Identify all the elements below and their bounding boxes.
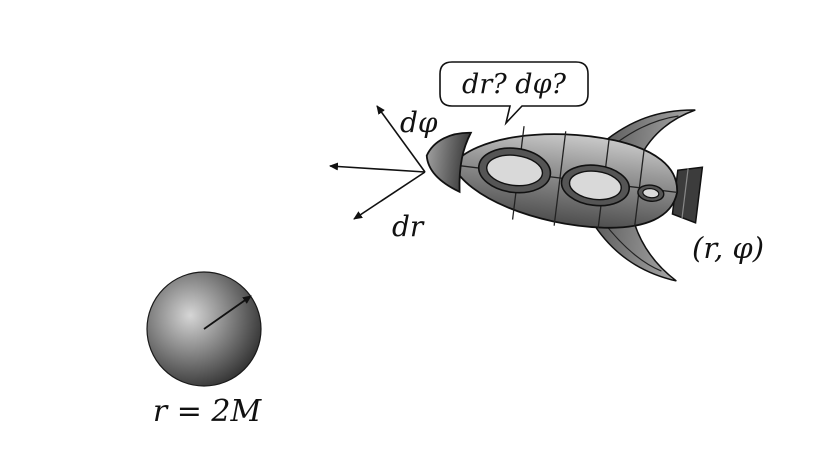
rocket-nose: [425, 131, 473, 194]
speech-bubble: dr? dφ?: [439, 61, 589, 126]
black-hole: [146, 271, 262, 387]
dr-label: dr: [392, 210, 425, 243]
rocket-lower-fin: [589, 214, 677, 282]
position-label: (r, φ): [692, 231, 764, 265]
direction-arrows: [329, 105, 426, 220]
dr-arrow: [353, 171, 426, 220]
horizon-label: r = 2M: [153, 394, 263, 429]
speech-bubble-text: dr? dφ?: [462, 69, 566, 100]
dphi-label: dφ: [400, 106, 438, 139]
speech-bubble-outline: [439, 61, 589, 126]
dphi-arrow: [376, 105, 426, 173]
radius-arrow: [203, 295, 252, 330]
radial-inward-arrow: [329, 162, 426, 173]
rocket-icon: [425, 109, 704, 282]
